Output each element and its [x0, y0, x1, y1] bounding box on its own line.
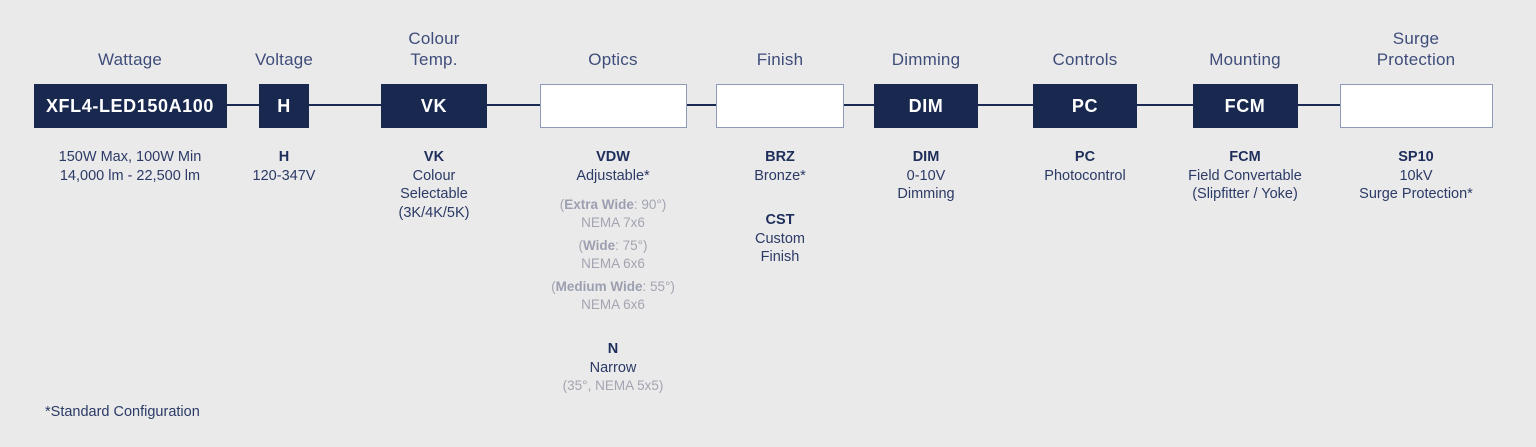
spec-angle: (Extra Wide: 90°) — [559, 197, 667, 212]
option-name: Photocontrol — [1044, 167, 1126, 184]
column-finish: Finish BRZ Bronze* CST Custom Finish — [716, 0, 844, 267]
option-name: Field Convertable — [1188, 167, 1302, 184]
spec-medium-wide: (Medium Wide: 55°) NEMA 6x6 — [551, 278, 675, 314]
title-line: Wattage — [97, 50, 163, 69]
option-name: Adjustable* — [576, 167, 650, 184]
option-name: Bronze* — [754, 167, 806, 184]
option-name: (Slipfitter / Yoke) — [1192, 186, 1298, 202]
column-voltage-title: Voltage — [255, 0, 313, 84]
spec-angle: (35°, NEMA 5x5) — [562, 378, 664, 393]
option-name: 120-347V — [252, 167, 316, 184]
dimming-description: DIM 0-10V Dimming — [897, 148, 954, 204]
surge-description: SP10 10kV Surge Protection* — [1359, 148, 1473, 204]
option-name: (3K/4K/5K) — [398, 204, 470, 221]
option-name: Custom — [755, 230, 805, 247]
spec-angle: (Medium Wide: 55°) — [551, 279, 675, 294]
title-line: Temp. — [410, 50, 458, 69]
column-optics: Optics VDW Adjustable* (Extra Wide: 90°)… — [518, 0, 708, 395]
column-surge-protection-title: Surge Protection — [1377, 0, 1456, 84]
finish-description: BRZ Bronze* CST Custom Finish — [754, 148, 806, 267]
spec-angle: (Wide: 75°) — [578, 238, 648, 253]
title-line: Dimming — [891, 50, 961, 69]
option-code: SP10 — [1398, 149, 1434, 165]
title-line: Colour — [408, 29, 460, 48]
wattage-line-2: 14,000 lm - 22,500 lm — [59, 167, 201, 184]
wattage-line-1: 150W Max, 100W Min — [58, 149, 202, 165]
column-controls-title: Controls — [1053, 0, 1118, 84]
column-dimming: Dimming DIM DIM 0-10V Dimming — [871, 0, 981, 204]
code-box-optics-empty — [539, 84, 687, 128]
option-pc: PC Photocontrol — [1044, 148, 1125, 185]
option-code: VDW — [596, 149, 630, 165]
option-name: Surge Protection* — [1359, 186, 1473, 202]
option-code: PC — [1074, 149, 1096, 165]
title-line: Finish — [756, 50, 804, 69]
code-box-surge-empty — [1339, 84, 1493, 128]
column-mounting-title: Mounting — [1209, 0, 1281, 84]
optics-description: VDW Adjustable* (Extra Wide: 90°) NEMA 7… — [551, 148, 675, 395]
option-code: FCM — [1229, 149, 1261, 165]
option-dim: DIM 0-10V Dimming — [897, 148, 954, 204]
title-line: Voltage — [254, 50, 314, 69]
option-h: H 120-347V — [253, 148, 316, 185]
column-wattage: Wattage XFL4-LED150A100 150W Max, 100W M… — [25, 0, 235, 185]
option-sp10: SP10 10kV Surge Protection* — [1359, 148, 1473, 204]
option-code: CST — [765, 212, 795, 228]
code-box-dimming: DIM — [874, 84, 978, 128]
mounting-description: FCM Field Convertable (Slipfitter / Yoke… — [1188, 148, 1302, 204]
option-code: H — [278, 149, 290, 165]
column-finish-title: Finish — [757, 0, 804, 84]
spec-extra-wide: (Extra Wide: 90°) NEMA 7x6 — [551, 196, 675, 232]
column-optics-title: Optics — [588, 0, 637, 84]
spec-nema: NEMA 6x6 — [581, 297, 645, 312]
title-line: Mounting — [1209, 50, 1281, 69]
option-name: Selectable — [400, 186, 468, 202]
column-colour-temp: Colour Temp. VK VK Colour Selectable (3K… — [379, 0, 489, 222]
option-name: 10kV — [1399, 167, 1433, 184]
option-code: N — [607, 341, 619, 357]
code-box-mounting: FCM — [1192, 84, 1298, 128]
spec-nema: NEMA 7x6 — [581, 215, 645, 230]
option-n: N Narrow (35°, NEMA 5x5) — [551, 340, 675, 395]
column-colour-temp-title: Colour Temp. — [408, 0, 459, 84]
option-code: VK — [423, 149, 445, 165]
wattage-description: 150W Max, 100W Min 14,000 lm - 22,500 lm — [59, 148, 202, 185]
option-cst: CST Custom Finish — [754, 211, 806, 267]
controls-description: PC Photocontrol — [1044, 148, 1125, 185]
standard-configuration-footnote: *Standard Configuration — [45, 404, 200, 420]
column-surge-protection: Surge Protection SP10 10kV Surge Protect… — [1331, 0, 1501, 204]
column-voltage: Voltage H H 120-347V — [239, 0, 329, 185]
title-line: Optics — [588, 50, 638, 69]
vdw-spec-list: (Extra Wide: 90°) NEMA 7x6 (Wide: 75°) N… — [551, 196, 675, 314]
column-controls: Controls PC PC Photocontrol — [1025, 0, 1145, 185]
column-dimming-title: Dimming — [892, 0, 960, 84]
spec-nema: NEMA 6x6 — [581, 256, 645, 271]
code-box-colour-temp: VK — [381, 84, 487, 128]
colour-temp-description: VK Colour Selectable (3K/4K/5K) — [399, 148, 470, 222]
option-code: DIM — [912, 149, 940, 165]
option-name: Colour — [412, 167, 456, 184]
option-name: Finish — [760, 249, 800, 265]
option-brz: BRZ Bronze* — [754, 148, 806, 185]
option-vk: VK Colour Selectable (3K/4K/5K) — [399, 148, 470, 222]
option-fcm: FCM Field Convertable (Slipfitter / Yoke… — [1188, 148, 1302, 204]
code-box-voltage: H — [259, 84, 309, 128]
column-wattage-title: Wattage — [98, 0, 162, 84]
spec-wide: (Wide: 75°) NEMA 6x6 — [551, 237, 675, 273]
code-box-finish-empty — [716, 84, 844, 128]
option-code: BRZ — [765, 149, 795, 165]
column-mounting: Mounting FCM FCM Field Convertable (Slip… — [1160, 0, 1330, 204]
option-name: 0-10V — [906, 167, 946, 184]
voltage-description: H 120-347V — [253, 148, 316, 185]
code-box-wattage: XFL4-LED150A100 — [33, 84, 227, 128]
option-vdw: VDW Adjustable* (Extra Wide: 90°) NEMA 7… — [551, 148, 675, 314]
title-line: Surge — [1392, 29, 1440, 48]
option-name: Narrow — [589, 359, 637, 376]
option-name: Dimming — [897, 186, 955, 202]
title-line: Protection — [1376, 50, 1456, 69]
title-line: Controls — [1052, 50, 1118, 69]
code-box-controls: PC — [1033, 84, 1137, 128]
